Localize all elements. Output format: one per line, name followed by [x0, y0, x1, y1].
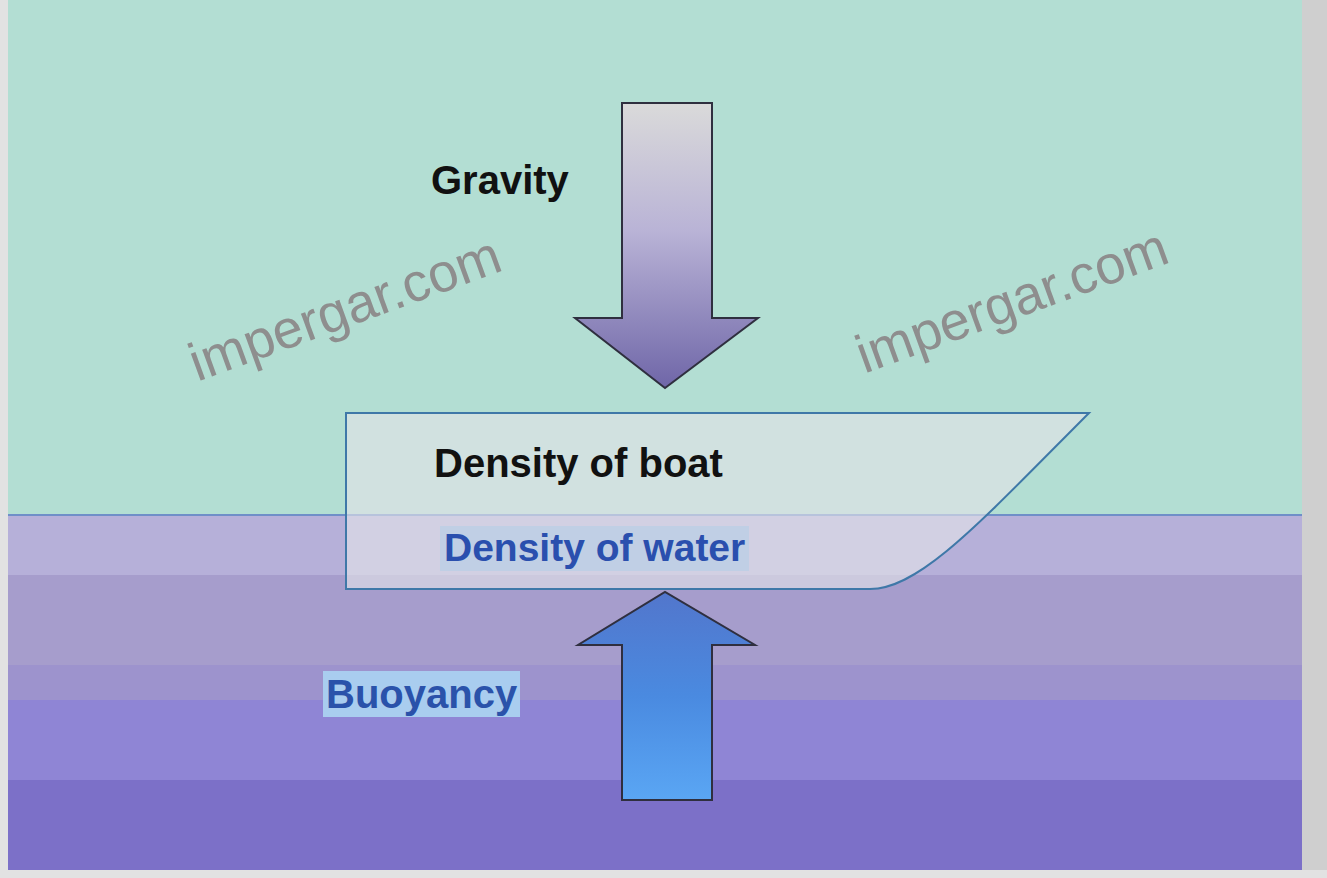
frame-edge: [0, 0, 8, 878]
gravity-arrow: [575, 103, 758, 388]
buoyancy-arrow: [578, 592, 755, 800]
force-label: Buoyancy: [323, 671, 520, 717]
watermark: impergar.com: [845, 214, 1179, 386]
force-label: Gravity: [428, 157, 572, 203]
frame-edge: [0, 870, 1327, 878]
hull-shape: [346, 413, 1089, 589]
watermark: impergar.com: [178, 222, 512, 394]
boat-hull: Density of boatDensity of water: [345, 412, 1090, 590]
frame-edge: [1302, 0, 1327, 878]
water-density-label: Density of water: [440, 526, 749, 571]
boat-density-label: Density of boat: [430, 440, 727, 486]
